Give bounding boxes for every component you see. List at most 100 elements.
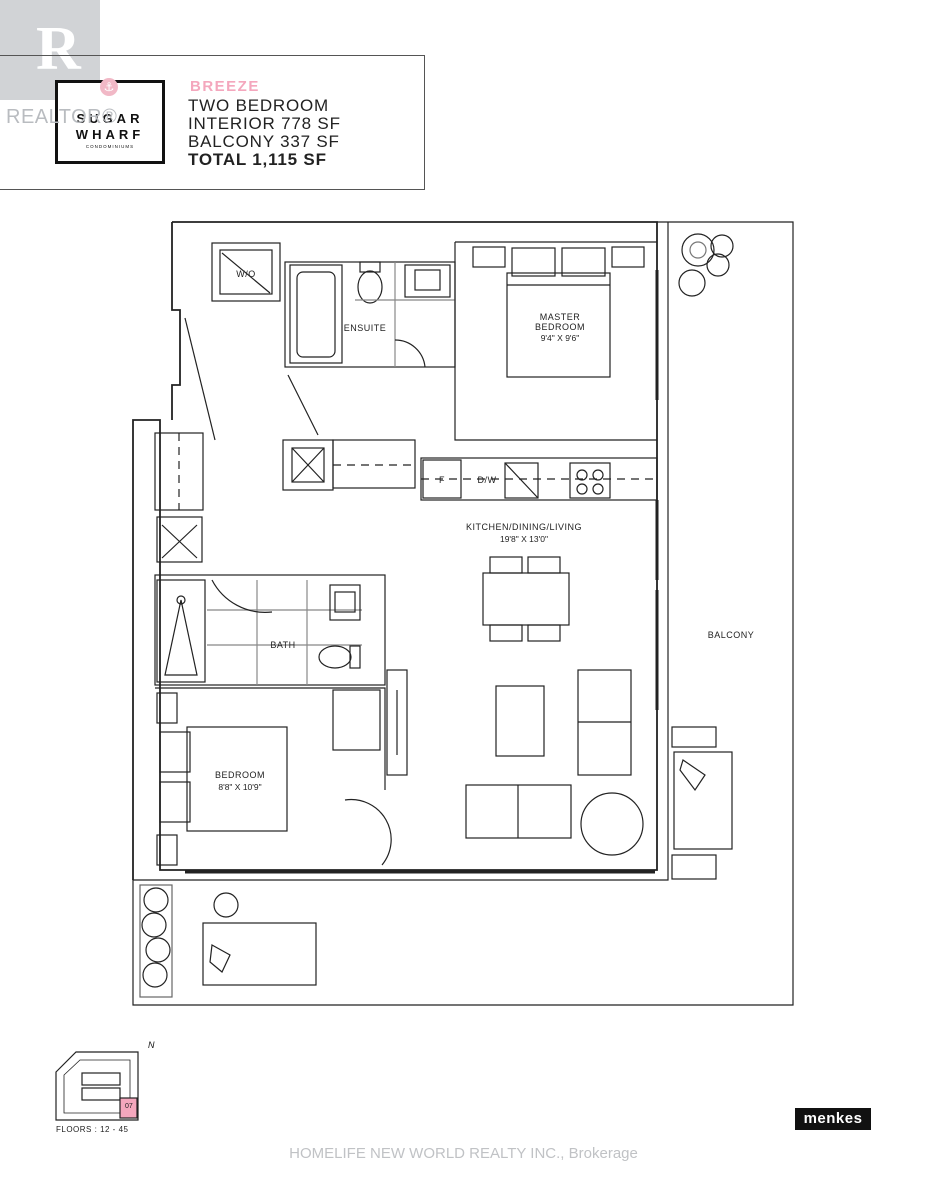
lounger-cushion: [209, 944, 231, 973]
ensuite-door-swing: [394, 339, 426, 368]
shower-drain: [176, 595, 186, 605]
balcony-chaise: [673, 751, 733, 850]
unit-outer-wall: [132, 221, 658, 880]
bedroom-pillow-1: [159, 731, 191, 773]
dining-chair-3: [489, 624, 523, 642]
bath-toilet-tank: [349, 645, 361, 669]
ensuite-room: [284, 261, 456, 368]
round-ottoman: [580, 792, 644, 856]
burner-1: [576, 469, 588, 481]
bedroom-nightstand-2: [156, 834, 178, 866]
ensuite-sink-counter: [404, 264, 451, 298]
bath-sink: [334, 591, 356, 613]
dining-chair-4: [527, 624, 561, 642]
wo-closet-cross: [221, 252, 271, 294]
master-nightstand-r: [611, 246, 645, 268]
unit-name: BREEZE: [190, 78, 260, 95]
wo-closet-inner: [219, 249, 273, 295]
bedroom-closet: [332, 689, 381, 751]
coffee-table: [495, 685, 545, 757]
keyplan-unit-number: 07: [125, 1103, 133, 1110]
master-pillow-r: [561, 247, 606, 277]
linen-closet: [154, 432, 204, 511]
master-pillow-l: [511, 247, 556, 277]
label-balcony: BALCONY: [708, 630, 755, 640]
total-area: TOTAL 1,115 SF: [188, 150, 327, 169]
header-box: [0, 55, 425, 190]
ensuite-toilet: [357, 270, 383, 304]
entry-door: [184, 317, 216, 441]
bedroom-nightstand-1: [156, 692, 178, 724]
menkes-logo: menkes: [795, 1108, 871, 1130]
anchor-icon: ⚓: [100, 78, 118, 96]
realtor-logo-mark: R: [0, 0, 100, 100]
plant-planter-ne: [678, 233, 734, 297]
logo-line-wharf: WHARF: [75, 127, 145, 142]
dining-chair-1: [489, 556, 523, 574]
balcony-side-table-2: [671, 854, 717, 880]
bath-room: [154, 574, 386, 686]
master-bed: [506, 272, 611, 378]
wo-closet: [211, 242, 281, 302]
bedroom-door-swing: [344, 798, 392, 866]
bath-sink-counter: [329, 584, 361, 621]
storage-counter: [332, 439, 416, 489]
label-bedroom: BEDROOM: [215, 770, 265, 780]
tv-console: [386, 669, 408, 776]
shower: [156, 579, 206, 683]
label-master-bedroom-2: BEDROOM: [535, 322, 585, 332]
bath-door-swing: [211, 579, 273, 613]
laundry-stack: [156, 516, 203, 563]
plant-planter-sw: [139, 884, 173, 998]
balcony-outline: [132, 221, 794, 1006]
brokerage-watermark: HOMELIFE NEW WORLD REALTY INC., Brokerag…: [289, 1145, 638, 1162]
keyplan-floors: FLOORS : 12 - 45: [56, 1125, 129, 1134]
cooktop: [569, 462, 611, 499]
bedroom-bed: [186, 726, 288, 832]
balcony-stool: [213, 892, 239, 918]
interior-area: INTERIOR 778 SF: [188, 114, 341, 133]
burner-2: [592, 469, 604, 481]
label-master-bedroom-dims: 9'4" X 9'6": [541, 333, 580, 343]
unit-type: TWO BEDROOM: [188, 96, 330, 115]
ensuite-door: [287, 374, 319, 436]
label-ensuite: ENSUITE: [344, 323, 387, 333]
label-kitchen-dims: 19'8" X 13'0": [500, 534, 548, 544]
bedroom-pillow-2: [159, 781, 191, 823]
label-fridge: F: [439, 475, 445, 485]
label-master-bedroom-1: MASTER: [540, 312, 581, 322]
bedroom-wall: [155, 687, 386, 790]
ensuite-tub-inner: [296, 271, 336, 358]
balcony-cushion: [679, 759, 706, 792]
kitchen-sink: [504, 462, 539, 499]
ensuite-sink: [414, 269, 441, 291]
balcony-area: BALCONY 337 SF: [188, 132, 340, 151]
dining-chair-2: [527, 556, 561, 574]
shower-slope: [164, 599, 198, 676]
entry-wall: [171, 222, 181, 420]
master-nightstand-l: [472, 246, 506, 268]
master-wall: [454, 242, 657, 441]
label-dishwasher: D/W: [478, 475, 497, 485]
label-wo: W/O: [236, 269, 256, 279]
ensuite-toilet-tank: [359, 261, 381, 273]
label-kitchen: KITCHEN/DINING/LIVING: [466, 522, 582, 532]
logo-line-condominiums: CONDOMINIUMS: [85, 144, 135, 149]
balcony-side-table-1: [671, 726, 717, 748]
label-bedroom-dims: 8'8" X 10'9": [218, 782, 261, 792]
logo-line-sugar: SUGAR: [76, 111, 144, 126]
burner-4: [592, 483, 604, 495]
laundry-unit: [291, 447, 325, 483]
dining-table: [482, 572, 570, 626]
laundry-stack-cross-2: [161, 524, 198, 559]
north-arrow: N: [148, 1040, 155, 1050]
burner-3: [576, 483, 588, 495]
balcony-lounger: [202, 922, 317, 986]
key-plan: [55, 1051, 139, 1121]
bath-toilet: [318, 645, 352, 669]
laundry-cross-2: [291, 447, 325, 483]
realtor-watermark-text: REALTOR®: [6, 106, 118, 128]
realtor-r-glyph: R: [36, 15, 81, 83]
